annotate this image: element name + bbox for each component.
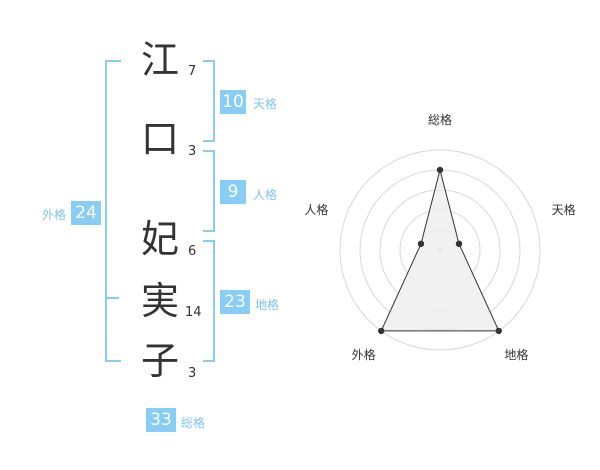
stroke-count-3: 6	[188, 244, 197, 259]
jinkaku-label: 人格	[253, 188, 278, 202]
name-char-3: 妃	[140, 217, 179, 261]
chikaku-label: 地格	[255, 298, 280, 312]
chikaku-bracket	[203, 240, 215, 362]
gaikaku-bracket	[105, 60, 121, 362]
radar-point-3	[495, 327, 502, 335]
radar-point-1	[436, 166, 444, 174]
chikaku-value: 23	[220, 290, 250, 314]
soukaku-label: 総格	[181, 416, 206, 430]
stroke-count-1: 7	[188, 64, 197, 79]
name-char-1: 江	[140, 38, 179, 82]
soukaku-value: 33	[146, 408, 176, 432]
radar-axis-label-3: 地格	[504, 347, 528, 362]
radar-point-4	[378, 327, 385, 335]
gaikaku-value: 24	[71, 201, 101, 225]
gaikaku-label: 外格	[42, 208, 67, 222]
radar-point-2	[455, 240, 463, 248]
stroke-count-4: 14	[185, 305, 202, 320]
stroke-count-2: 3	[188, 144, 197, 159]
radar-point-5	[417, 240, 425, 248]
jinkaku-value: 9	[220, 180, 246, 204]
radar-axis-label-1: 総格	[428, 112, 452, 127]
jinkaku-bracket	[203, 150, 215, 232]
gaikaku-bracket-tick	[105, 297, 119, 299]
radar-axis-label-4: 外格	[352, 347, 376, 362]
name-char-4: 実	[140, 279, 179, 323]
stroke-count-5: 3	[188, 366, 197, 381]
tenkaku-value: 10	[220, 90, 246, 114]
tenkaku-label: 天格	[253, 97, 278, 111]
tenkaku-bracket	[203, 60, 215, 142]
radar-series-area	[380, 169, 500, 332]
name-char-2: 口	[140, 117, 179, 161]
radar-ring-5	[339, 149, 541, 351]
name-char-5: 子	[140, 339, 179, 383]
radar-axis-label-2: 天格	[552, 202, 576, 217]
radar-axis-label-5: 人格	[304, 202, 328, 217]
